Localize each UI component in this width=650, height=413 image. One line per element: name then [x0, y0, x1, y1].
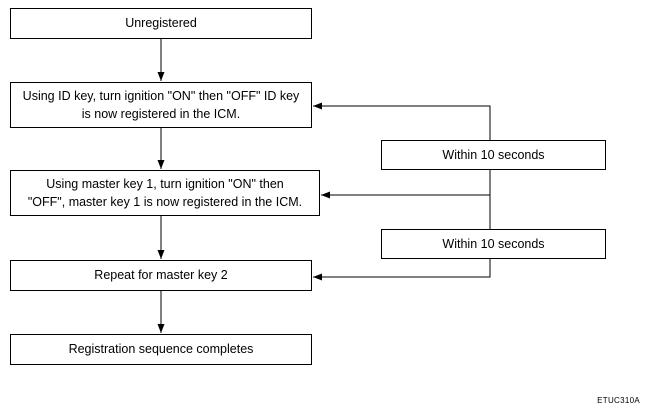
step-complete-label: Registration sequence completes — [68, 342, 254, 357]
time-limit-box-second: Within 10 seconds — [381, 229, 606, 259]
time-limit-box-first: Within 10 seconds — [381, 140, 606, 170]
step-master-key-1-line-1: Using master key 1, turn ignition "ON" t… — [46, 176, 284, 191]
time-limit-line-upper — [313, 102, 491, 140]
step-master-key-1-box: Using master key 1, turn ignition "ON" t… — [10, 170, 320, 216]
step-id-key-line-1: Using ID key, turn ignition "ON" then "O… — [22, 88, 300, 103]
time-limit-line-middle — [321, 170, 491, 199]
step-master-key-2-box: Repeat for master key 2 — [10, 260, 312, 291]
step-unregistered-box: Unregistered — [10, 8, 312, 39]
step-unregistered-label: Unregistered — [125, 16, 197, 31]
step-id-key-line-2: is now registered in the ICM. — [81, 107, 241, 121]
step-complete-box: Registration sequence completes — [10, 334, 312, 365]
step-id-key-box: Using ID key, turn ignition "ON" then "O… — [10, 82, 312, 128]
step-master-key-1-line-2: "OFF", master key 1 is now registered in… — [27, 195, 303, 209]
step-master-key-1-text: Using master key 1, turn ignition "ON" t… — [28, 175, 302, 211]
time-limit-line-lower — [313, 259, 491, 281]
step-id-key-text: Using ID key, turn ignition "ON" then "O… — [23, 87, 300, 123]
step-master-key-2-label: Repeat for master key 2 — [94, 268, 228, 283]
time-limit-label-second: Within 10 seconds — [442, 236, 545, 251]
figure-code: ETUC310A — [597, 396, 640, 405]
time-limit-label-first: Within 10 seconds — [442, 147, 545, 162]
